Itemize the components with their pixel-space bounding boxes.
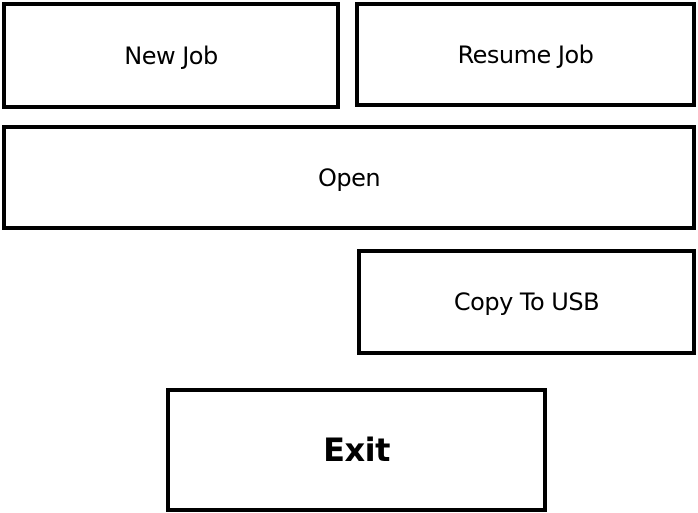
exit-label: Exit bbox=[323, 431, 390, 469]
new-job-label: New Job bbox=[124, 41, 218, 70]
copy-to-usb-label: Copy To USB bbox=[453, 288, 600, 316]
new-job-button[interactable]: New Job bbox=[2, 2, 340, 109]
resume-job-button[interactable]: Resume Job bbox=[355, 2, 696, 107]
copy-to-usb-button[interactable]: Copy To USB bbox=[357, 249, 696, 355]
resume-job-label: Resume Job bbox=[457, 40, 594, 69]
open-label: Open bbox=[317, 163, 381, 192]
open-button[interactable]: Open bbox=[2, 125, 696, 230]
exit-button[interactable]: Exit bbox=[166, 388, 547, 512]
